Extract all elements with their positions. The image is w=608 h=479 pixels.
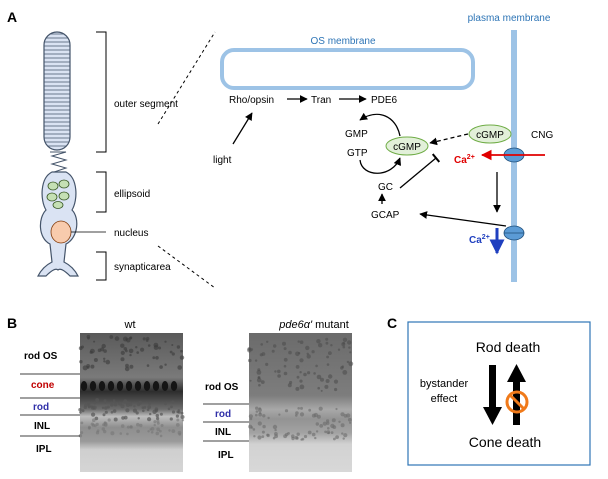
cgmp-outer-label: cGMP: [476, 130, 504, 141]
gtp-label: GTP: [347, 148, 368, 159]
rod-death-label: Rod death: [476, 339, 541, 355]
rho-opsin-label: Rho/opsin: [229, 95, 274, 106]
mutant-inl-label: INL: [215, 427, 231, 438]
nucleus-label: nucleus: [114, 228, 148, 239]
outer-segment-bracket: [96, 31, 107, 153]
calcium-low-label: Ca2+: [469, 234, 490, 246]
cgmp-to-gmp-arrow: [359, 112, 401, 137]
mitochondria-shapes: [46, 179, 70, 209]
cgmp-outer-bubble: [468, 124, 512, 144]
cng-label: CNG: [531, 130, 553, 141]
synaptic-area-bracket: [96, 251, 107, 281]
nucleus-shape: [50, 220, 72, 244]
tran-label: Tran: [311, 95, 331, 106]
panel-a-letter: A: [7, 9, 17, 25]
outer-segment-shape: [43, 31, 71, 151]
calcium-influx-label: Ca2+: [454, 154, 475, 166]
mutant-histology-image: [249, 333, 352, 472]
down-arrow-icon: [483, 365, 502, 425]
pde6-label: PDE6: [371, 95, 398, 106]
outer-segment-label: outer segment: [114, 99, 178, 110]
zoom-line-top: [157, 31, 216, 125]
cilium-shape: [50, 151, 68, 175]
wt-cone-label: cone: [31, 380, 55, 391]
mutant-rod-os-label: rod OS: [205, 382, 239, 393]
bystander-label: bystander: [420, 378, 469, 390]
effect-label: effect: [431, 393, 458, 405]
light-label: light: [213, 155, 232, 166]
light-arrow: [232, 112, 253, 145]
gcap-label: GCAP: [371, 210, 400, 221]
os-membrane-disc: [220, 48, 475, 90]
panel-a: A outer segment ellipsoid n: [7, 9, 553, 289]
ellipsoid-bracket: [96, 171, 107, 213]
mutant-rod-label: rod: [215, 409, 231, 420]
wt-cone-nuclei: [80, 381, 178, 391]
wt-inl-label: INL: [34, 421, 50, 432]
os-membrane-label: OS membrane: [310, 36, 375, 47]
mutant-ipl-label: IPL: [218, 450, 234, 461]
mutant-nuclei-texture: [247, 337, 354, 441]
calcium-to-gcap-arrow: [419, 211, 507, 227]
cgmp-inner-label: cGMP: [393, 142, 421, 153]
panel-b: B wt pde6α' mutant rod OS cone rod INL I…: [7, 315, 354, 472]
gtp-to-cgmp-arrow: [359, 157, 402, 174]
cgmp-exchange-arrow: [429, 133, 469, 146]
gc-inhibition-line: [399, 153, 441, 189]
wt-title: wt: [124, 319, 136, 331]
ellipsoid-label: ellipsoid: [114, 189, 150, 200]
wt-rod-os-label: rod OS: [24, 351, 58, 362]
cone-death-label: Cone death: [469, 434, 541, 450]
panel-c-frame: [407, 321, 591, 466]
gmp-label: GMP: [345, 129, 368, 140]
panel-b-letter: B: [7, 315, 17, 331]
wt-rod-label: rod: [33, 402, 49, 413]
rod-cell-illustration: [37, 31, 79, 277]
wt-ipl-label: IPL: [36, 444, 52, 455]
synaptic-area-label: synapticarea: [114, 262, 171, 273]
gc-label: GC: [378, 182, 393, 193]
wt-nuclei-texture: [78, 334, 185, 438]
prohibited-icon: [505, 390, 529, 414]
mutant-title: pde6α' mutant: [278, 319, 349, 331]
cgmp-inner-bubble: [385, 136, 429, 156]
plasma-membrane-label: plasma membrane: [468, 13, 551, 24]
panel-c-letter: C: [387, 315, 397, 331]
panel-c: C Rod death bystander effect Cone death: [387, 315, 591, 466]
